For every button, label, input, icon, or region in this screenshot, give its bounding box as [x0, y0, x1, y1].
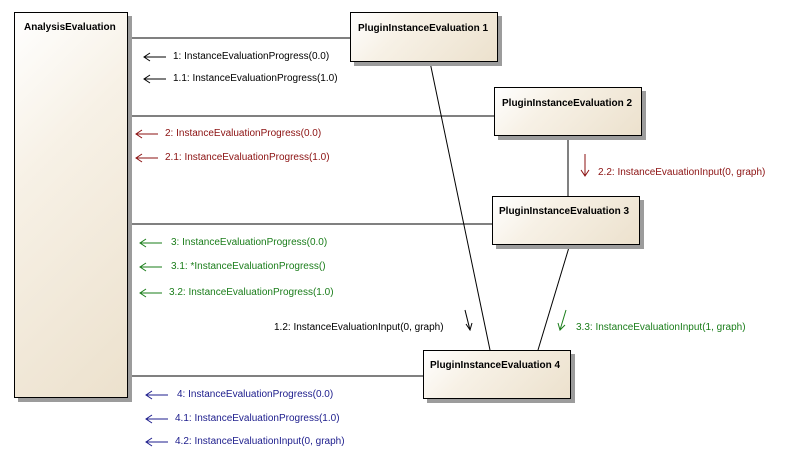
node-analysis-evaluation-title: AnalysisEvaluation [24, 22, 116, 33]
message-4: 4: InstanceEvaluationProgress(0.0) [177, 389, 334, 400]
message-3-2: 3.2: InstanceEvaluationProgress(1.0) [169, 287, 334, 298]
arrow-msg-3-1 [139, 262, 162, 272]
node-plugin-4-title: PluginInstanceEvaluation 4 [430, 360, 561, 371]
message-3: 3: InstanceEvaluationProgress(0.0) [171, 237, 328, 248]
node-plugin-3[interactable]: PluginInstanceEvaluation 3 [492, 196, 640, 245]
message-1: 1: InstanceEvaluationProgress(0.0) [173, 51, 330, 62]
message-2-1: 2.1: InstanceEvaluationProgress(1.0) [165, 152, 330, 163]
message-2-2: 2.2: InstanceEvauationInput(0, graph) [598, 167, 766, 178]
node-plugin-1-title: PluginInstanceEvaluation 1 [358, 23, 489, 34]
link-plugin1-plugin4 [429, 61, 491, 351]
arrow-msg-2-2 [580, 154, 590, 177]
arrow-msg-3 [139, 238, 162, 248]
arrow-msg-4 [145, 390, 168, 400]
arrow-msg-1-2 [464, 309, 473, 332]
message-4-1: 4.1: InstanceEvaluationProgress(1.0) [175, 413, 340, 424]
node-plugin-2-title: PluginInstanceEvaluation 2 [502, 98, 633, 109]
arrow-msg-3-2 [139, 288, 162, 298]
node-plugin-2[interactable]: PluginInstanceEvaluation 2 [494, 87, 642, 136]
message-4-2: 4.2: InstanceEvaluationInput(0, graph) [175, 436, 345, 447]
message-2: 2: InstanceEvaluationProgress(0.0) [165, 128, 322, 139]
arrow-msg-2-1 [135, 153, 158, 163]
node-plugin-3-title: PluginInstanceEvaluation 3 [499, 206, 630, 217]
arrow-msg-4-2 [145, 437, 168, 447]
arrow-msg-2 [135, 129, 158, 139]
arrow-msg-1-1 [143, 74, 166, 84]
message-3-1: 3.1: *InstanceEvaluationProgress() [171, 261, 326, 272]
message-1-2: 1.2: InstanceEvaluationInput(0, graph) [274, 322, 444, 333]
node-plugin-1[interactable]: PluginInstanceEvaluation 1 [350, 12, 498, 62]
link-plugin3-plugin4 [537, 243, 571, 351]
message-3-3: 3.3: InstanceEvaluationInput(1, graph) [576, 322, 746, 333]
arrow-msg-1 [143, 52, 166, 62]
arrow-msg-4-1 [145, 414, 168, 424]
arrow-msg-3-3 [557, 309, 567, 331]
node-analysis-evaluation[interactable]: AnalysisEvaluation [14, 12, 128, 398]
message-1-1: 1.1: InstanceEvaluationProgress(1.0) [173, 73, 338, 84]
node-plugin-4[interactable]: PluginInstanceEvaluation 4 [423, 350, 571, 399]
